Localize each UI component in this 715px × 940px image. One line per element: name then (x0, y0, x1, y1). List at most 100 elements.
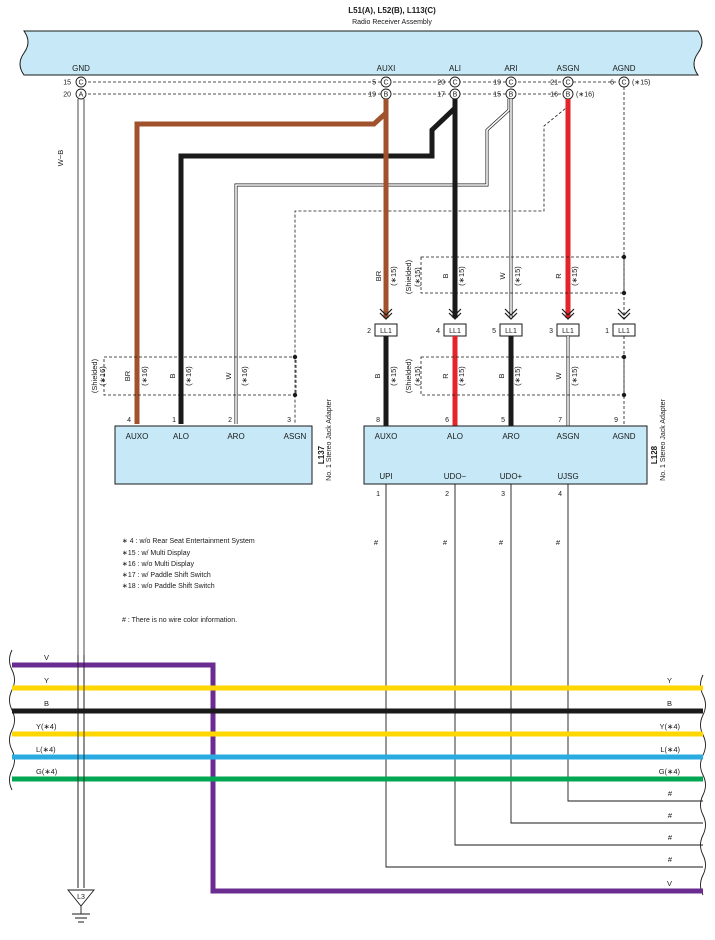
ground-connector-label: L3 (77, 894, 85, 901)
hash-ujsg: # (556, 538, 561, 547)
radio-terminal-asgn: ASGN (557, 64, 580, 73)
bus-right-label-b: B (667, 699, 672, 708)
svg-text:C: C (621, 80, 626, 87)
hash-upi: # (374, 538, 379, 547)
wire-udo-minus-bus (454, 484, 703, 846)
pin-ali-c: C 20 (437, 76, 461, 88)
shield-junction-lower-bottom (621, 392, 627, 398)
svg-text:LL1: LL1 (562, 328, 574, 335)
lower-wire-label-r: R (441, 373, 450, 379)
bus-break-left (9, 649, 15, 791)
bus-left-label-y: Y (44, 676, 49, 685)
svg-text:1: 1 (605, 328, 609, 335)
l128-name: No. 1 Stereo Jack Adapter (660, 398, 667, 480)
shield-junction-l137-bottom (292, 392, 298, 398)
l128-pin-auxo: 8 (376, 417, 380, 424)
svg-text:LL1: LL1 (618, 328, 630, 335)
l128-pin-aro: 5 (501, 417, 505, 424)
l137-terminal-alo: ALO (173, 432, 189, 441)
l128-pin-udo-plus: 3 (501, 491, 505, 498)
pin-asgn-c: C 21 (550, 76, 574, 88)
bus-right-label-hash-1: # (668, 789, 673, 798)
lower-wire-note-b2: (∗15) (513, 366, 522, 386)
svg-text:LL1: LL1 (380, 328, 392, 335)
ll1-chevrons (379, 308, 631, 320)
wire-upi-bus (385, 484, 703, 868)
lower-wire-label-b1: B (373, 373, 382, 378)
l128-pin-ujsg: 4 (558, 491, 562, 498)
svg-text:6: 6 (610, 80, 614, 87)
svg-text:A: A (79, 92, 84, 99)
hash-udo-minus: # (443, 538, 448, 547)
l137-pin-auxo: 4 (127, 417, 131, 424)
bus-right-label-y4: Y(∗4) (660, 722, 681, 731)
l137-terminal-auxo: AUXO (126, 432, 149, 441)
shield-region-l137 (103, 356, 297, 396)
lower-shielded-note: (∗15) (413, 366, 422, 386)
lower-wire-label-w: W (554, 372, 563, 380)
shield-region-lower (420, 356, 625, 396)
adapter-l128-box (363, 425, 648, 485)
l137-wire-label-br: BR (123, 370, 132, 381)
svg-text:20: 20 (437, 80, 445, 87)
svg-text:5: 5 (372, 80, 376, 87)
shield-junction-upper-bottom (621, 290, 627, 296)
l128-terminal-asgn: ASGN (557, 432, 580, 441)
bus-left-label-l4: L(∗4) (36, 745, 56, 754)
legend-line-1: ∗ 4 : w/o Rear Seat Entertainment System (122, 538, 255, 545)
radio-terminal-ali: ALI (449, 64, 461, 73)
svg-text:C: C (383, 80, 388, 87)
l137-terminal-aro: ARO (227, 432, 244, 441)
wire-udo-plus-bus (510, 484, 703, 824)
shield-junction-lower-top (621, 354, 627, 360)
l137-wire-label-w: W (224, 372, 233, 380)
svg-text:19: 19 (493, 80, 501, 87)
svg-text:21: 21 (550, 80, 558, 87)
svg-text:B: B (453, 92, 458, 99)
l128-terminal-agnd: AGND (612, 432, 635, 441)
svg-text:C: C (565, 80, 570, 87)
bus-right-label-v: V (667, 879, 672, 888)
pin-auxi-c: C 5 (372, 76, 392, 88)
l137-shielded-note: (∗16) (98, 366, 107, 386)
svg-text:B: B (566, 92, 571, 99)
legend-line-5: ∗18 : w/o Paddle Shift Switch (122, 583, 215, 590)
legend-line-4: ∗17 : w/ Paddle Shift Switch (122, 572, 211, 579)
l137-wire-note-w: (∗16) (240, 366, 249, 386)
svg-text:5: 5 (492, 328, 496, 335)
agnd-note: (∗15) (632, 80, 650, 87)
diagram-subtitle: Radio Receiver Assembly (352, 19, 432, 26)
l137-pin-asgn: 3 (287, 417, 291, 424)
shield-junction-upper-top (621, 254, 627, 260)
l137-terminal-asgn: ASGN (284, 432, 307, 441)
upper-wire-label-w: W (498, 272, 507, 280)
bus-left-label-v: V (44, 653, 49, 662)
svg-text:B: B (509, 92, 514, 99)
bus-right-label-hash-3: # (668, 833, 673, 842)
bus-right-label-l4: L(∗4) (660, 745, 680, 754)
l128-terminal-ujsg: UJSG (557, 472, 578, 481)
bus-left-label-b: B (44, 699, 49, 708)
bus-right-label-g4: G(∗4) (659, 767, 681, 776)
legend-line-3: ∗16 : w/o Multi Display (122, 561, 194, 568)
pin-ari-c: C 19 (493, 76, 517, 88)
ll1-box-asgn: LL1 3 (549, 323, 580, 337)
upper-wire-note-b: (∗15) (457, 266, 466, 286)
l137-wire-label-b: B (168, 373, 177, 378)
l137-pin-aro: 2 (228, 417, 232, 424)
radio-receiver-box (19, 30, 703, 76)
svg-text:LL1: LL1 (449, 328, 461, 335)
radio-terminal-auxi: AUXI (377, 64, 396, 73)
radio-terminal-gnd: GND (72, 64, 90, 73)
wire-white-aro-l137-fill (235, 99, 510, 424)
l128-pin-asgn: 7 (558, 417, 562, 424)
shield-region-upper (420, 256, 625, 294)
svg-text:15: 15 (63, 80, 71, 87)
l137-name: No. 1 Stereo Jack Adapter (326, 398, 333, 480)
pin-agnd-c: C 6 (∗15) (610, 76, 650, 88)
l137-code: L137 (317, 445, 326, 464)
shield-junction-l137-top (292, 354, 298, 360)
lower-wire-note-w: (∗15) (570, 366, 579, 386)
radio-terminal-agnd: AGND (612, 64, 635, 73)
bus-right-label-hash-2: # (668, 811, 673, 820)
